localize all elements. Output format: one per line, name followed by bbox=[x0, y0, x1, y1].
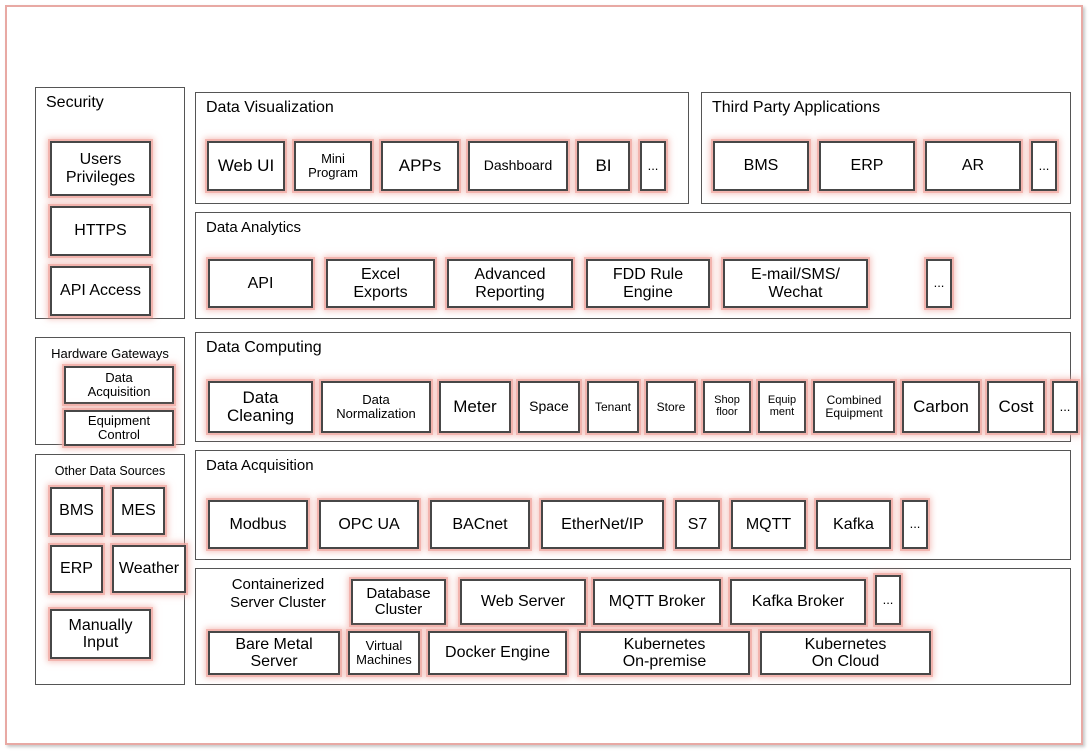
chip-acq-more[interactable]: ... bbox=[902, 500, 928, 549]
group-security-title: Security bbox=[46, 94, 104, 111]
chip-acq-ethernet-ip[interactable]: EtherNet/IP bbox=[541, 500, 664, 549]
group-data-acquisition: Data Acquisition Modbus OPC UA BACnet Et… bbox=[195, 450, 1071, 560]
chip-computing-combined-equipment[interactable]: Combined Equipment bbox=[813, 381, 895, 433]
chip-analytics-excel-exports[interactable]: Excel Exports bbox=[326, 259, 435, 308]
group-other-data-sources-title: Other Data Sources bbox=[54, 464, 166, 478]
chip-source-erp[interactable]: ERP bbox=[50, 545, 103, 593]
chip-kafka-broker[interactable]: Kafka Broker bbox=[730, 579, 866, 625]
chip-virtual-machines[interactable]: Virtual Machines bbox=[348, 631, 420, 675]
chip-analytics-more[interactable]: ... bbox=[926, 259, 952, 308]
chip-mini-program[interactable]: Mini Program bbox=[294, 141, 372, 191]
chip-computing-data-cleaning[interactable]: Data Cleaning bbox=[208, 381, 313, 433]
group-data-visualization: Data Visualization Web UI Mini Program A… bbox=[195, 92, 689, 204]
chip-computing-store[interactable]: Store bbox=[646, 381, 696, 433]
chip-docker-engine[interactable]: Docker Engine bbox=[428, 631, 567, 675]
chip-database-cluster[interactable]: Database Cluster bbox=[351, 579, 446, 625]
group-data-computing-title: Data Computing bbox=[206, 339, 322, 356]
chip-acq-mqtt[interactable]: MQTT bbox=[731, 500, 806, 549]
chip-kubernetes-on-premise[interactable]: Kubernetes On-premise bbox=[579, 631, 750, 675]
chip-computing-data-normalization[interactable]: Data Normalization bbox=[321, 381, 431, 433]
group-data-analytics-title: Data Analytics bbox=[206, 219, 302, 236]
chip-computing-equipment[interactable]: Equip ment bbox=[758, 381, 806, 433]
chip-users-privileges[interactable]: Users Privileges bbox=[50, 141, 151, 196]
chip-computing-cost[interactable]: Cost bbox=[987, 381, 1045, 433]
chip-source-weather[interactable]: Weather bbox=[112, 545, 186, 593]
chip-data-visualization-more[interactable]: ... bbox=[640, 141, 666, 191]
chip-bi[interactable]: BI bbox=[577, 141, 630, 191]
chip-https[interactable]: HTTPS bbox=[50, 206, 151, 256]
chip-acq-modbus[interactable]: Modbus bbox=[208, 500, 308, 549]
chip-computing-tenant[interactable]: Tenant bbox=[587, 381, 639, 433]
group-data-acquisition-title: Data Acquisition bbox=[206, 457, 314, 474]
chip-analytics-fdd-rule-engine[interactable]: FDD Rule Engine bbox=[586, 259, 710, 308]
chip-acq-s7[interactable]: S7 bbox=[675, 500, 720, 549]
chip-mqtt-broker[interactable]: MQTT Broker bbox=[593, 579, 721, 625]
chip-bare-metal-server[interactable]: Bare Metal Server bbox=[208, 631, 340, 675]
diagram-frame: Security Users Privileges HTTPS API Acce… bbox=[5, 5, 1083, 745]
group-third-party-applications-title: Third Party Applications bbox=[712, 99, 881, 116]
chip-apps[interactable]: APPs bbox=[381, 141, 459, 191]
chip-third-party-ar[interactable]: AR bbox=[925, 141, 1021, 191]
group-security: Security Users Privileges HTTPS API Acce… bbox=[35, 87, 185, 319]
group-other-data-sources: Other Data Sources BMS MES ERP Weather M… bbox=[35, 454, 186, 685]
chip-computing-space[interactable]: Space bbox=[518, 381, 580, 433]
chip-third-party-more[interactable]: ... bbox=[1031, 141, 1057, 191]
chip-api-access[interactable]: API Access bbox=[50, 266, 151, 316]
chip-acq-bacnet[interactable]: BACnet bbox=[430, 500, 530, 549]
chip-containerized-more[interactable]: ... bbox=[875, 575, 901, 625]
chip-computing-meter[interactable]: Meter bbox=[439, 381, 511, 433]
group-containerized-server-cluster: Containerized Server Cluster Database Cl… bbox=[195, 568, 1071, 685]
chip-web-ui[interactable]: Web UI bbox=[207, 141, 285, 191]
chip-computing-more[interactable]: ... bbox=[1052, 381, 1078, 433]
chip-web-server[interactable]: Web Server bbox=[460, 579, 586, 625]
chip-source-mes[interactable]: MES bbox=[112, 487, 165, 535]
chip-computing-shop-floor[interactable]: Shop floor bbox=[703, 381, 751, 433]
chip-gateway-equipment-control[interactable]: Equipment Control bbox=[64, 410, 174, 446]
group-data-computing: Data Computing Data Cleaning Data Normal… bbox=[195, 332, 1078, 442]
group-data-visualization-title: Data Visualization bbox=[206, 99, 334, 116]
chip-analytics-api[interactable]: API bbox=[208, 259, 313, 308]
chip-source-manually-input[interactable]: Manually Input bbox=[50, 609, 151, 659]
group-third-party-applications: Third Party Applications BMS ERP AR ... bbox=[701, 92, 1071, 204]
group-hardware-gateways: Hardware Gateways Data Acquisition Equip… bbox=[35, 337, 185, 446]
chip-source-bms[interactable]: BMS bbox=[50, 487, 103, 535]
chip-analytics-email-sms-wechat[interactable]: E-mail/SMS/ Wechat bbox=[723, 259, 868, 308]
chip-third-party-bms[interactable]: BMS bbox=[713, 141, 809, 191]
chip-kubernetes-on-cloud[interactable]: Kubernetes On Cloud bbox=[760, 631, 931, 675]
chip-acq-kafka[interactable]: Kafka bbox=[816, 500, 891, 549]
chip-gateway-data-acquisition[interactable]: Data Acquisition bbox=[64, 366, 174, 404]
chip-dashboard[interactable]: Dashboard bbox=[468, 141, 568, 191]
chip-computing-carbon[interactable]: Carbon bbox=[902, 381, 980, 433]
group-containerized-server-cluster-title: Containerized Server Cluster bbox=[230, 576, 326, 611]
group-hardware-gateways-title: Hardware Gateways bbox=[51, 346, 169, 361]
group-data-analytics: Data Analytics API Excel Exports Advance… bbox=[195, 212, 1071, 319]
chip-analytics-advanced-reporting[interactable]: Advanced Reporting bbox=[447, 259, 573, 308]
chip-third-party-erp[interactable]: ERP bbox=[819, 141, 915, 191]
chip-acq-opc-ua[interactable]: OPC UA bbox=[319, 500, 419, 549]
